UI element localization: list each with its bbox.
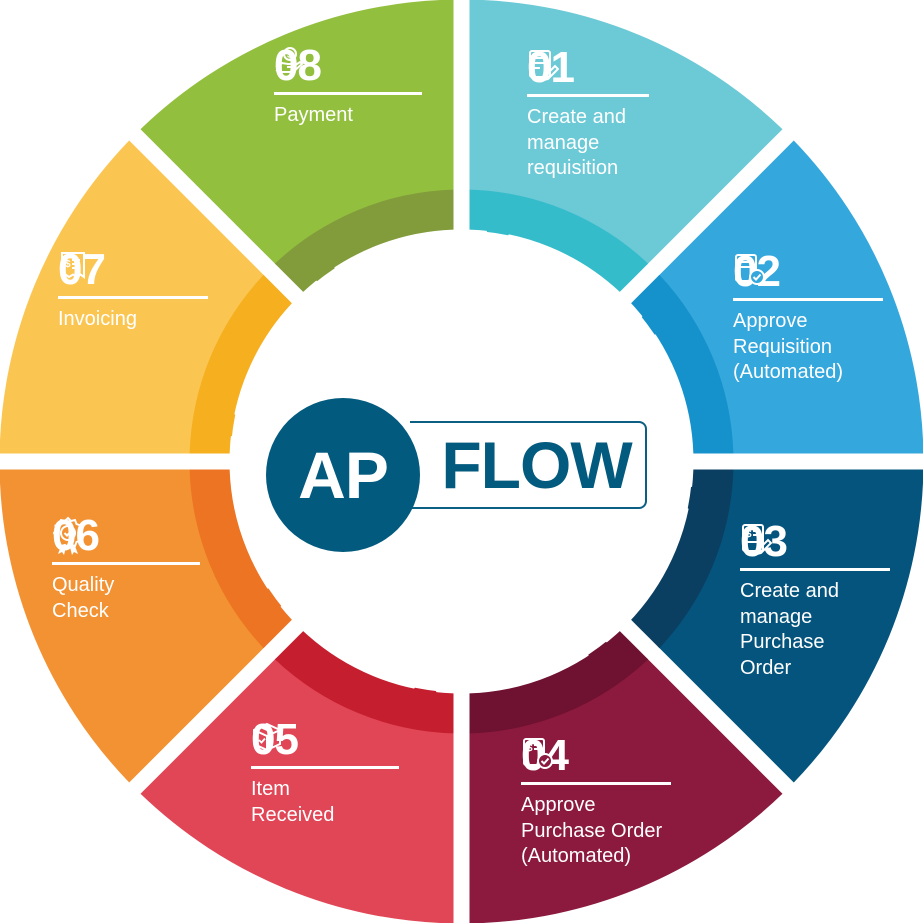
step-label: Payment <box>274 104 353 126</box>
segment-03-inner-band <box>631 469 734 649</box>
segment-04-inner-band <box>469 631 649 734</box>
divider <box>733 298 883 301</box>
divider <box>521 782 671 785</box>
package-icon <box>253 722 281 752</box>
requisition-edit-icon <box>529 50 559 82</box>
step-number: 08 <box>274 41 322 90</box>
logo-flow-text: FLOW <box>441 428 632 502</box>
divider <box>52 562 200 565</box>
segment-08-outer-band <box>140 0 454 266</box>
divider <box>58 296 208 299</box>
approve-document-icon <box>735 254 765 285</box>
segment-06-inner-band <box>189 469 292 649</box>
divider <box>527 94 649 97</box>
ap-logo-circle: AP <box>266 398 420 552</box>
svg-text:$: $ <box>527 743 533 754</box>
segment-05-outer-band <box>140 657 454 923</box>
segment-07-inner-band <box>189 274 292 454</box>
segment-08: 08 $ Payment <box>274 44 434 129</box>
step-label: Invoicing <box>58 308 137 330</box>
purchase-order-edit-icon: $ <box>742 524 772 556</box>
segment-02-inner-band <box>631 274 734 454</box>
segment-07: 07 $ Invoicing <box>58 248 208 333</box>
flow-logo-box: FLOW <box>410 421 647 509</box>
segment-06-outer-band <box>0 469 266 783</box>
segment-05-inner-band <box>274 631 454 734</box>
step-number: 07 <box>58 245 106 294</box>
logo-ap-text: AP <box>298 438 389 512</box>
payment-hand-icon: $ <box>275 47 304 73</box>
svg-text:$: $ <box>65 259 71 270</box>
segment-04-outer-band <box>469 657 783 923</box>
segment-01-outer-band <box>469 0 783 266</box>
segment-02-outer-band <box>657 140 923 454</box>
divider <box>740 568 890 571</box>
center-hub <box>230 230 693 693</box>
segment-03-outer-band <box>657 469 923 783</box>
step-number: 05 <box>251 715 299 764</box>
svg-text:$: $ <box>287 50 292 60</box>
purchase-order-approve-icon: $ <box>523 738 553 769</box>
quality-badge-icon <box>52 516 84 555</box>
invoice-icon: $ <box>61 252 85 279</box>
segment-01-inner-band <box>469 189 649 292</box>
segment-08-inner-band <box>274 189 454 292</box>
svg-text:$: $ <box>746 529 752 540</box>
divider <box>251 766 399 769</box>
divider <box>274 92 422 95</box>
